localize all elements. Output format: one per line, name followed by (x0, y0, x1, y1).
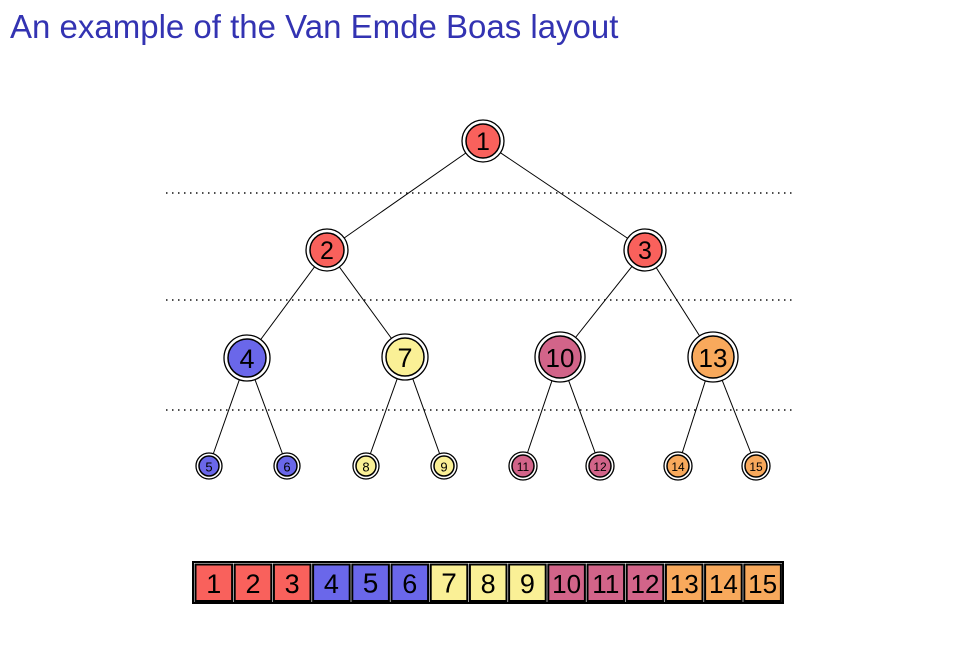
array-cell-15-label: 15 (748, 569, 777, 599)
tree-node-14-label: 14 (671, 460, 685, 474)
tree-node-5-label: 5 (205, 460, 212, 475)
tree-edge-1-2 (326, 140, 484, 251)
tree-node-11-circle (511, 454, 535, 478)
tree-node-14: 14 (663, 451, 693, 481)
array-cell-2 (233, 563, 273, 602)
tree-node-15-circle (744, 454, 768, 478)
tree-node-6-label: 6 (283, 460, 290, 475)
array-cell-14 (704, 563, 743, 602)
tree-node-12: 12 (585, 451, 615, 481)
array-cell-7-label: 7 (441, 568, 457, 599)
array-cell-6 (390, 563, 430, 602)
array-cell-4-label: 4 (324, 569, 339, 599)
tree-node-15: 15 (741, 451, 771, 481)
array-cell-12-label: 12 (631, 569, 660, 599)
tree-node-10: 10 (534, 331, 586, 383)
tree-node-3-label: 3 (638, 237, 652, 265)
array-cell-3 (272, 563, 312, 602)
array-cell-8 (468, 563, 508, 602)
tree-node-1-label: 1 (476, 128, 490, 156)
tree-node-2: 2 (305, 228, 349, 272)
tree-node-1: 1 (461, 119, 505, 163)
tree-node-13-label: 13 (699, 343, 728, 373)
array-cell-13 (664, 563, 704, 602)
array-cell-13-label: 13 (670, 569, 699, 599)
tree-node-10-circle (538, 335, 582, 379)
tree-node-5: 5 (195, 452, 223, 480)
tree-node-13-circle (691, 335, 735, 379)
tree-node-7: 7 (381, 333, 429, 381)
array-cell-2-label: 2 (245, 569, 260, 599)
array-cell-3-label: 3 (285, 569, 300, 599)
tree-node-8-label: 8 (362, 460, 369, 475)
array-cell-10-label: 10 (552, 569, 581, 599)
array-cell-4 (312, 563, 351, 602)
array-cell-9-label: 9 (520, 569, 535, 599)
array-cell-12 (625, 563, 665, 602)
tree-node-7-label: 7 (397, 343, 412, 373)
tree-edge-1-3 (482, 140, 646, 251)
tree-node-11: 11 (508, 451, 538, 481)
array-cell-5-label: 5 (363, 568, 379, 599)
array-cell-10 (547, 563, 586, 602)
array-cell-11 (586, 563, 626, 602)
tree-node-6-circle (276, 455, 298, 477)
tree-node-3: 3 (623, 228, 667, 272)
tree-node-1-circle (465, 123, 501, 159)
array-cell-7 (429, 563, 469, 602)
array-cell-5 (351, 563, 390, 602)
tree-node-12-label: 12 (593, 460, 607, 474)
array-cell-14-label: 14 (709, 569, 738, 599)
tree-node-4: 4 (223, 334, 271, 382)
array-cell-1 (194, 563, 234, 602)
array-cell-8-label: 8 (481, 569, 496, 599)
array-cell-15 (743, 563, 782, 602)
tree-node-9-label: 9 (440, 460, 447, 475)
tree-node-2-circle (309, 232, 345, 268)
tree-node-8: 8 (352, 452, 380, 480)
page-title: An example of the Van Emde Boas layout (10, 8, 619, 45)
tree-node-5-circle (198, 455, 220, 477)
tree-node-10-label: 10 (546, 343, 575, 373)
tree-node-3-circle (627, 232, 663, 268)
tree-node-6: 6 (273, 452, 301, 480)
array-cell-6-label: 6 (402, 569, 417, 599)
tree-node-4-label: 4 (239, 344, 254, 374)
tree-node-4-circle (227, 338, 267, 378)
tree-node-12-circle (588, 454, 612, 478)
tree-node-7-circle (385, 337, 425, 377)
tree-node-13: 13 (687, 331, 739, 383)
tree-node-8-circle (355, 455, 377, 477)
array-cell-9 (508, 563, 547, 602)
tree-node-11-label: 11 (517, 460, 530, 474)
array-cell-11-label: 11 (592, 569, 619, 599)
tree-node-9-circle (433, 455, 455, 477)
tree-node-2-label: 2 (320, 237, 334, 265)
array-cell-1-label: 1 (206, 569, 221, 599)
tree-node-15-label: 15 (749, 460, 763, 474)
tree-node-14-circle (666, 454, 690, 478)
tree-node-9: 9 (430, 452, 458, 480)
